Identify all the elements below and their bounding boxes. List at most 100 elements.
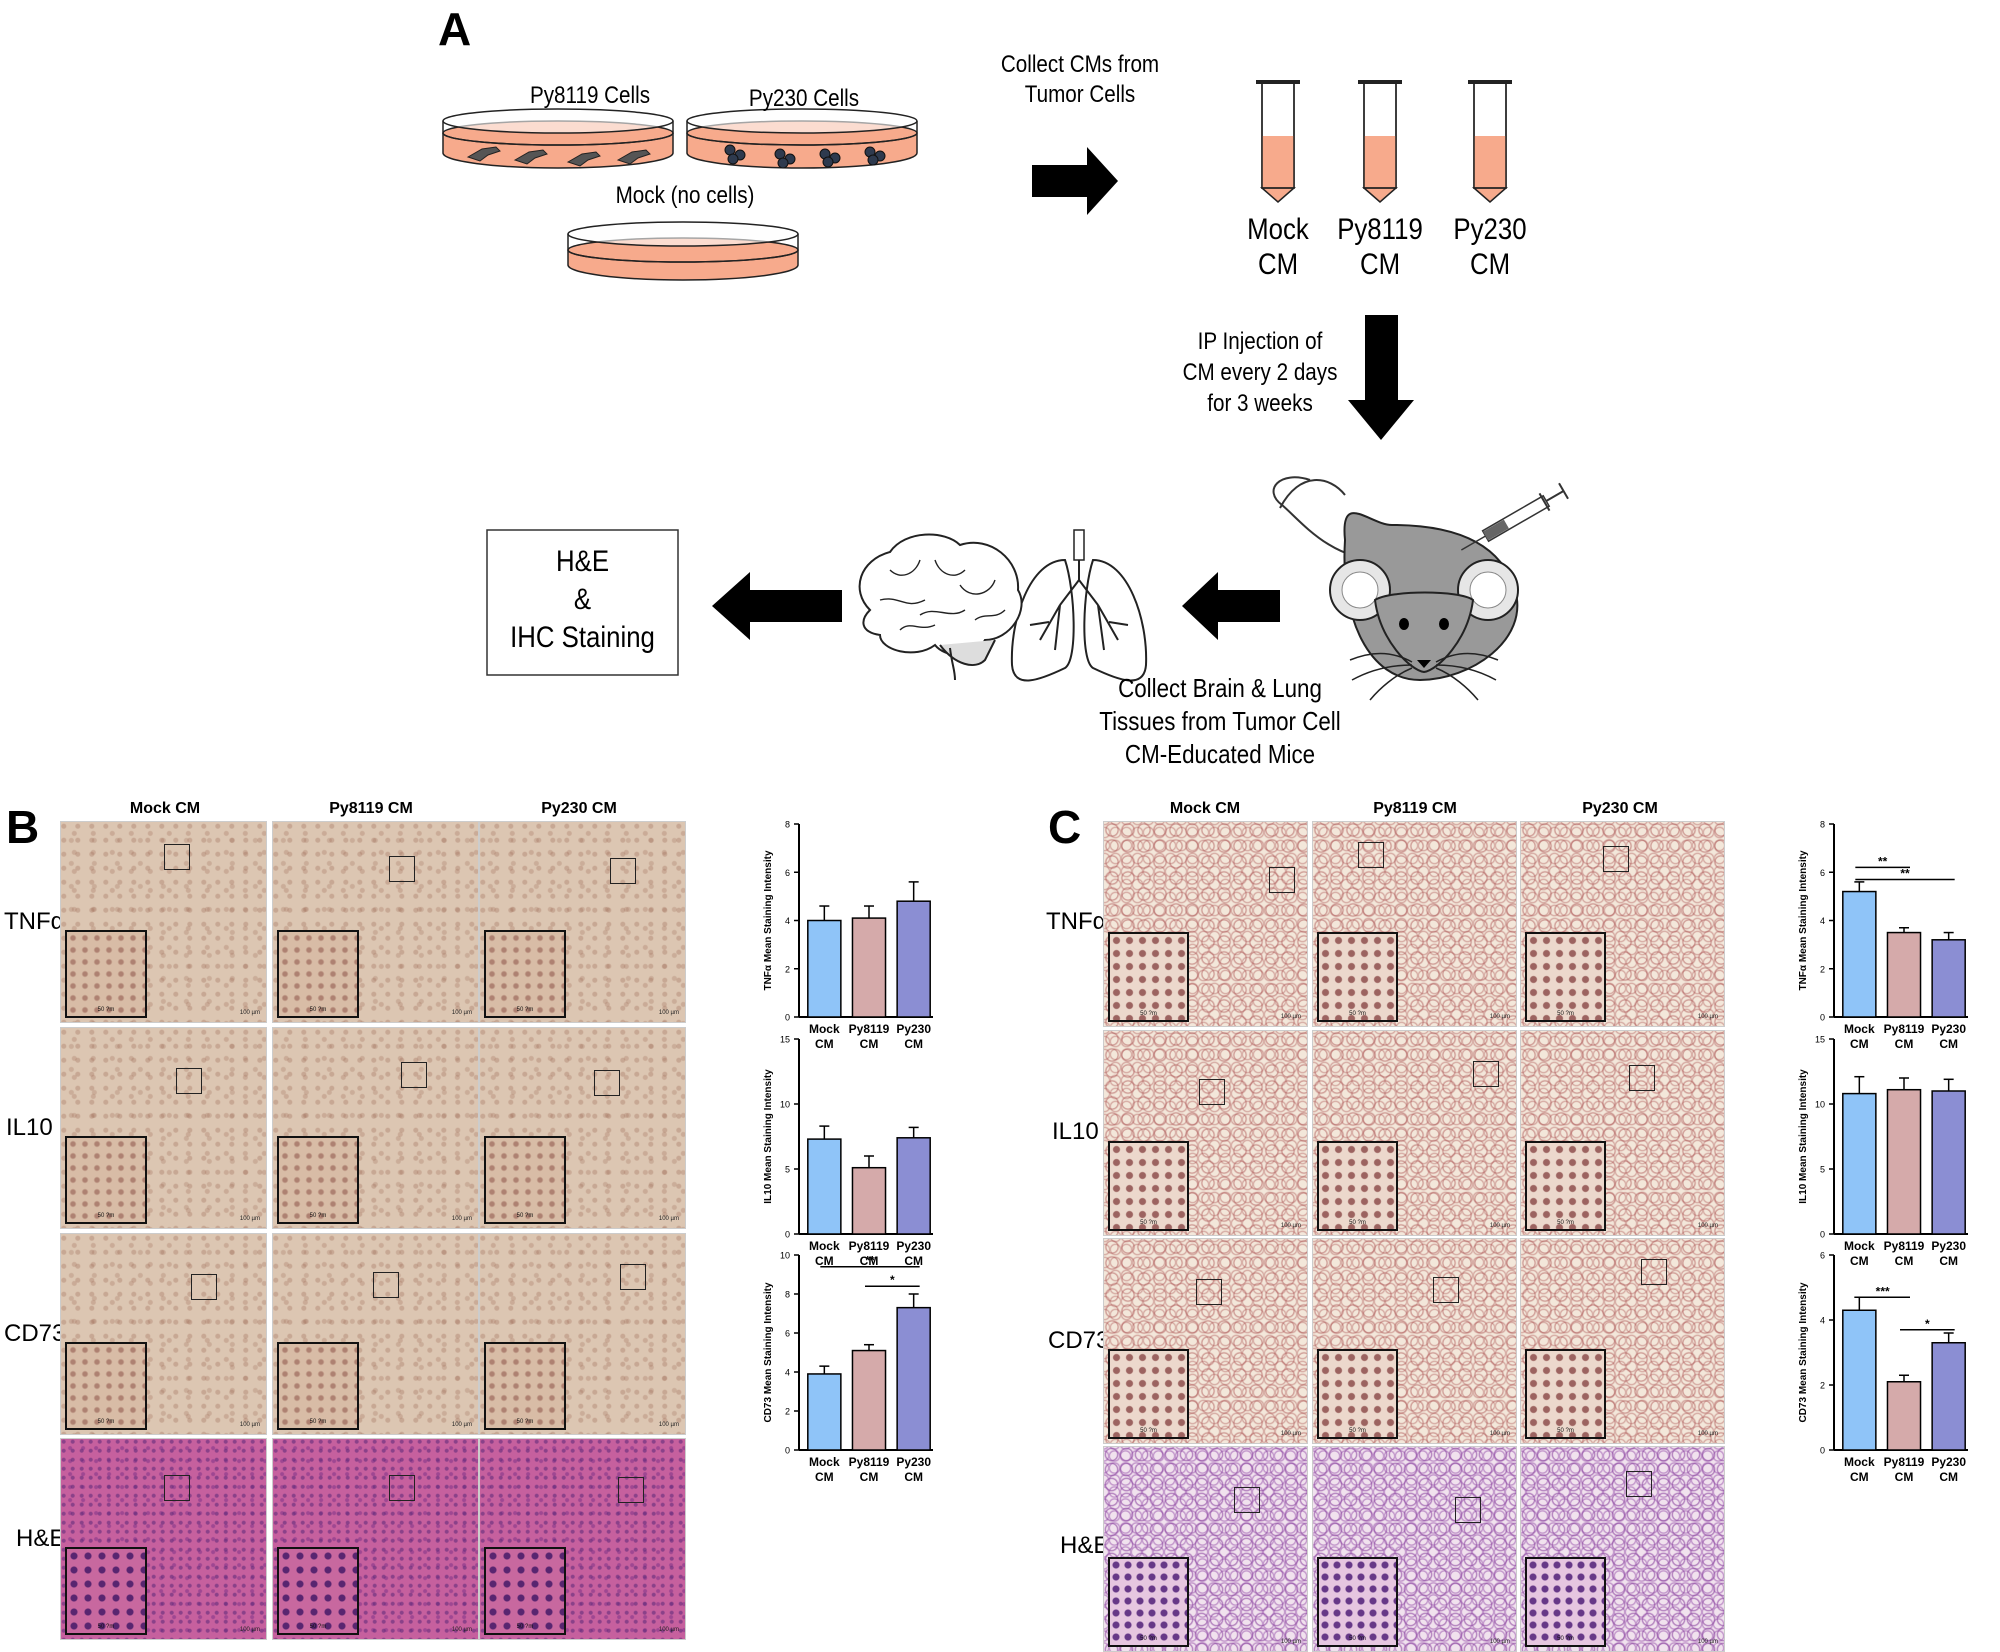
scale-bar-label: 100 µm	[239, 1010, 260, 1016]
scale-bar-label: 100 µm	[658, 1422, 679, 1428]
panel-b-row-il10: IL10	[6, 1114, 53, 1141]
zoom-region-box	[1629, 1065, 1655, 1091]
inset-scale-bar-label: 50 ?m	[97, 1419, 115, 1425]
chart-6-xtick-label-3-line2: CM	[1939, 1470, 1958, 1484]
panel-c-col-py230: Py230 CM	[1582, 800, 1658, 817]
scale-bar-label: 100 µm	[1489, 1431, 1510, 1437]
zoom-region-box	[610, 858, 636, 884]
chart-3-xtick-label-3-line2: CM	[904, 1470, 923, 1484]
inset-scale-bar-label: 50 ?m	[97, 1213, 115, 1219]
zoom-region-box	[1455, 1497, 1481, 1523]
panel-b-col-mock: Mock CM	[129, 800, 201, 817]
label-mock-dish: Mock (no cells)	[615, 182, 755, 209]
magnified-inset: 50 ?m	[1525, 1349, 1606, 1439]
chart-5-xtick-label-1: Mock	[1844, 1239, 1875, 1253]
chart-3-xtick-label-2: Py8119	[849, 1455, 890, 1469]
chart-2-bar-3	[896, 1137, 931, 1235]
chart-1-xtick-label-2: Py8119	[849, 1022, 890, 1036]
magnified-inset: 50 ?m	[65, 1136, 147, 1224]
inset-scale-bar-label: 50 ?m	[309, 1007, 327, 1013]
chart-1-bar-1	[807, 919, 842, 1018]
inset-scale-bar-label: 50 ?m	[516, 1419, 534, 1425]
scale-bar-label: 100 µm	[1697, 1014, 1718, 1020]
chart-3-xtick-label-2-line2: CM	[860, 1470, 879, 1484]
scale-bar-label: 100 µm	[1280, 1639, 1301, 1645]
chart-1-ytick-label: 0	[785, 1013, 790, 1023]
inset-scale-bar-label: 50 ?m	[97, 1624, 115, 1630]
chart-2-ytick-label: 15	[780, 1035, 790, 1045]
scale-bar-label: 100 µm	[451, 1422, 472, 1428]
chart-3-xtick-label-1-line2: CM	[815, 1470, 834, 1484]
chart-1-bar-3	[896, 900, 931, 1018]
chart-5-ytick-label: 0	[1820, 1230, 1825, 1240]
chart-6-sig-label-1: ***	[1876, 1284, 1890, 1298]
chart-5-xtick-label-3-line2: CM	[1939, 1254, 1958, 1268]
label-py8119-cells: Py8119 Cells	[529, 82, 651, 109]
scale-bar-label: 100 µm	[1697, 1223, 1718, 1229]
inset-scale-bar-label: 50 ?m	[1140, 1636, 1157, 1642]
chart-5-xtick-label-3: Py230	[1931, 1239, 1966, 1253]
syringe-icon	[1460, 482, 1569, 551]
inset-scale-bar-label: 50 ?m	[516, 1624, 534, 1630]
magnified-inset: 50 ?m	[1525, 932, 1606, 1022]
chart-6-ytick-label: 6	[1820, 1251, 1825, 1261]
zoom-region-box	[1641, 1259, 1667, 1285]
chart-1-ytick-label: 2	[785, 964, 790, 974]
chart-5-bar-2	[1886, 1088, 1922, 1235]
mouse-icon	[1272, 476, 1519, 701]
inset-scale-bar-label: 50 ?m	[309, 1624, 327, 1630]
chart-5-ytick-label: 5	[1820, 1165, 1825, 1175]
panel-b-micrograph-r4-c2: 50 ?m 100 µm	[272, 1438, 479, 1640]
magnified-inset: 50 ?m	[1525, 1557, 1606, 1647]
staining-box-text: H&E & IHC Staining	[510, 545, 655, 654]
scale-bar-label: 100 µm	[1489, 1639, 1510, 1645]
chart-4-sig-label-2: **	[1900, 866, 1910, 880]
arrow-right-icon	[1032, 147, 1118, 215]
chart-3-bar-1	[807, 1373, 842, 1451]
scale-bar-label: 100 µm	[1280, 1014, 1301, 1020]
panel-c-col-py8119: Py8119 CM	[1373, 800, 1457, 817]
zoom-region-box	[401, 1062, 427, 1088]
chart-1-xtick-label-3: Py230	[896, 1022, 931, 1036]
scale-bar-label: 100 µm	[658, 1216, 679, 1222]
chart-2-xtick-label-3: Py230	[896, 1239, 931, 1253]
panel-b-micrograph-r2-c1: 50 ?m 100 µm	[60, 1027, 267, 1229]
scale-bar-label: 100 µm	[451, 1216, 472, 1222]
tube-py8119	[1358, 80, 1402, 203]
magnified-inset: 50 ?m	[65, 1547, 147, 1635]
chart-5-bar-1	[1842, 1092, 1877, 1235]
chart-2-bar-1	[807, 1138, 842, 1235]
inset-scale-bar-label: 50 ?m	[1140, 1220, 1157, 1226]
inset-scale-bar-label: 50 ?m	[516, 1007, 534, 1013]
chart-4-xtick-label-1: Mock	[1844, 1022, 1875, 1036]
panel-c-letter: C	[1048, 801, 1082, 853]
zoom-region-box	[1234, 1487, 1260, 1513]
magnified-inset: 50 ?m	[1525, 1141, 1606, 1231]
lung-icon	[1010, 529, 1148, 682]
scale-bar-label: 100 µm	[239, 1216, 260, 1222]
panel-c-row-he: H&E	[1060, 1532, 1110, 1559]
magnified-inset: 50 ?m	[1317, 1349, 1398, 1439]
petri-dish-py8119	[442, 108, 674, 169]
chart-2-xtick-label-3-line2: CM	[904, 1254, 923, 1268]
chart-4-bar-2	[1886, 931, 1922, 1018]
scale-bar-label: 100 µm	[1697, 1431, 1718, 1437]
magnified-inset: 50 ?m	[65, 1342, 147, 1430]
arrow-left-icon-2	[712, 572, 842, 640]
zoom-region-box	[1626, 1471, 1652, 1497]
inset-scale-bar-label: 50 ?m	[97, 1007, 115, 1013]
chart-4-ytick-label: 4	[1820, 916, 1825, 926]
zoom-region-box	[373, 1272, 399, 1298]
scale-bar-label: 100 µm	[451, 1627, 472, 1633]
chart-6-bar-1	[1842, 1309, 1877, 1451]
inset-scale-bar-label: 50 ?m	[1349, 1428, 1366, 1434]
chart-2-ytick-label: 0	[785, 1230, 790, 1240]
chart-6-ytick-label: 0	[1820, 1446, 1825, 1456]
chart-4-ylabel: TNFα Mean Staining Intensity	[1798, 850, 1809, 990]
panel-b-micrograph-r1-c1: 50 ?m 100 µm	[60, 821, 267, 1023]
inset-scale-bar-label: 50 ?m	[1557, 1428, 1574, 1434]
